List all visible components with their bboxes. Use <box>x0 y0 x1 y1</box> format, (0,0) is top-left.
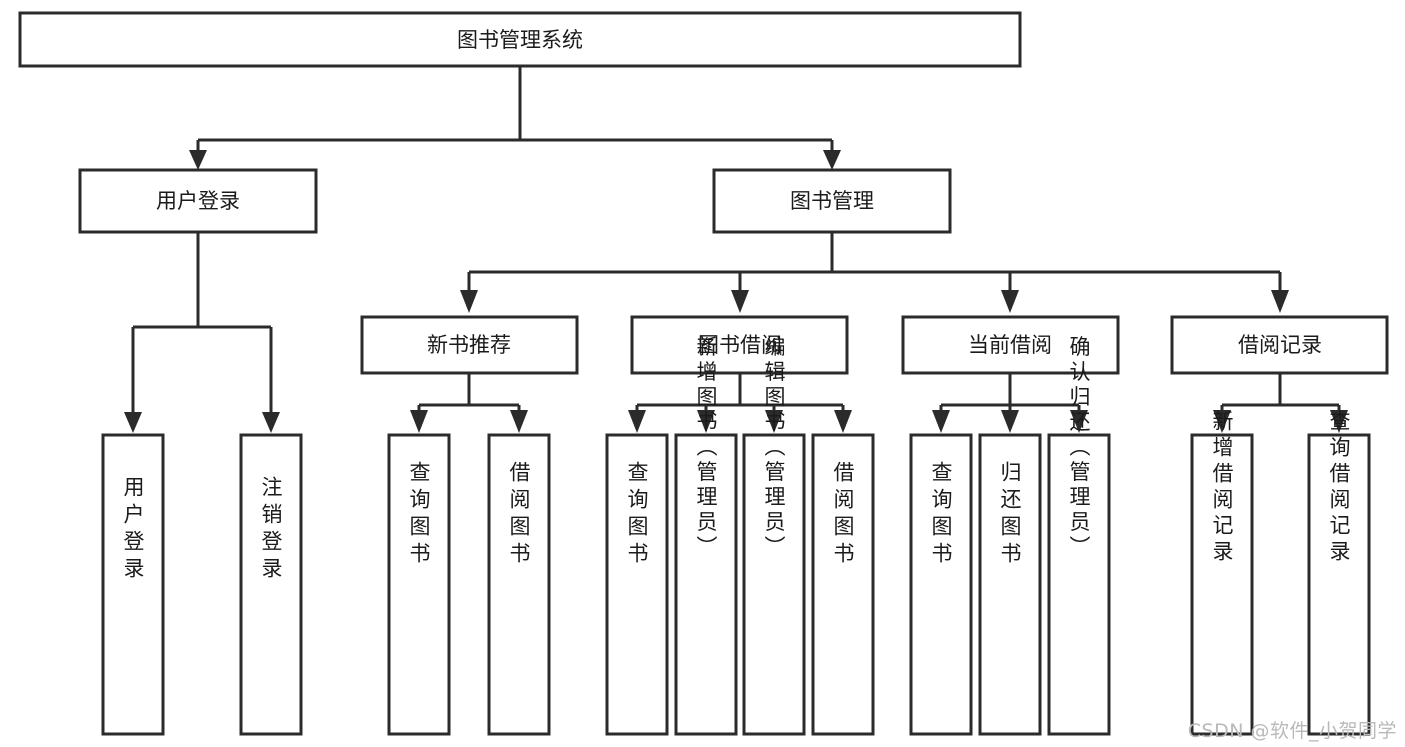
node-root-box[interactable] <box>18 11 1022 68</box>
leaf-new-book-borrow-box[interactable] <box>487 433 551 736</box>
leaf-borrow-borrow-book-box[interactable] <box>811 433 875 736</box>
leaf-borrow-borrow-book-label: 借阅图书 <box>831 461 855 569</box>
connectors-layer <box>124 66 1348 433</box>
leaf-new-book-query-box[interactable] <box>387 433 451 736</box>
leaf-records-query-record[interactable]: 查询借阅记录 <box>1307 410 1371 736</box>
arrow-head-book-borrow-leaf-2 <box>697 410 715 433</box>
leaf-current-confirm-return[interactable]: 确认归还（管理员） <box>1047 336 1111 736</box>
node-book-management-label: 图书管理 <box>790 189 874 213</box>
leaf-records-add-record-label: 新增借阅记录 <box>1210 410 1234 566</box>
leaf-borrow-add-book-box[interactable] <box>674 433 738 736</box>
arrow-head-book-borrow-leaf-4 <box>834 410 852 433</box>
leaf-borrow-add-book[interactable]: 新增图书（管理员） <box>674 336 738 736</box>
arrow-head-current-borrow-leaf-3 <box>1070 410 1088 433</box>
leaf-user-login-logout-box[interactable] <box>239 433 303 736</box>
arrow-head-book-borrow <box>731 290 749 313</box>
leaf-current-confirm-return-label: 确认归还（管理员） <box>1067 336 1091 561</box>
arrow-head-book-borrow-leaf-1 <box>628 410 646 433</box>
node-user-login-box[interactable] <box>78 168 318 234</box>
leaf-current-return-book-box[interactable] <box>978 433 1042 736</box>
node-user-login[interactable]: 用户登录 <box>78 168 318 234</box>
arrow-head-current-borrow <box>1001 290 1019 313</box>
node-user-login-label: 用户登录 <box>156 189 240 213</box>
leaf-user-login-login[interactable]: 用户登录 <box>101 433 165 736</box>
arrow-head-borrow-records <box>1271 290 1289 313</box>
leaf-borrow-add-book-label: 新增图书（管理员） <box>694 336 718 561</box>
arrow-head-leaf-user-login-2 <box>262 412 280 433</box>
leaf-user-login-logout-label: 注销登录 <box>259 476 283 584</box>
leaf-borrow-edit-book-label: 编辑图书（管理员） <box>762 336 786 561</box>
node-new-book-recommend[interactable]: 新书推荐 <box>360 315 579 375</box>
leaf-borrow-edit-book-box[interactable] <box>742 433 806 736</box>
leaf-records-add-record[interactable]: 新增借阅记录 <box>1190 410 1254 736</box>
leaf-new-book-query[interactable]: 查询图书 <box>387 433 451 736</box>
arrow-head-leaf-user-login-1 <box>124 412 142 433</box>
node-current-borrow-box[interactable] <box>901 315 1120 375</box>
arrow-head-new-book <box>460 290 478 313</box>
arrow-head-borrow-records-leaf-1 <box>1213 410 1231 433</box>
node-current-borrow-label: 当前借阅 <box>968 333 1052 357</box>
node-book-borrow[interactable]: 图书借阅 <box>630 315 849 375</box>
node-book-borrow-label: 图书借阅 <box>698 333 782 357</box>
node-root[interactable]: 图书管理系统 <box>18 11 1022 68</box>
leaf-records-query-record-box[interactable] <box>1307 433 1371 736</box>
leaf-current-confirm-return-box[interactable] <box>1047 433 1111 736</box>
node-book-borrow-box[interactable] <box>630 315 849 375</box>
node-borrow-records[interactable]: 借阅记录 <box>1170 315 1389 375</box>
leaf-new-book-borrow-label: 借阅图书 <box>507 461 531 569</box>
arrow-head-current-borrow-leaf-2 <box>1001 410 1019 433</box>
leaf-records-query-record-label: 查询借阅记录 <box>1327 410 1351 566</box>
leaf-current-query-book[interactable]: 查询图书 <box>909 433 973 736</box>
arrow-head-book-mgmt <box>823 150 841 170</box>
leaf-records-add-record-box[interactable] <box>1190 433 1254 736</box>
leaf-current-query-book-box[interactable] <box>909 433 973 736</box>
node-root-label: 图书管理系统 <box>457 28 583 52</box>
arrow-head-new-book-leaf-1 <box>410 410 428 433</box>
arrow-head-book-borrow-leaf-3 <box>765 410 783 433</box>
node-book-management[interactable]: 图书管理 <box>712 168 952 234</box>
leaf-user-login-login-box[interactable] <box>101 433 165 736</box>
leaf-user-login-login-label: 用户登录 <box>121 476 145 584</box>
leaf-borrow-borrow-book[interactable]: 借阅图书 <box>811 433 875 736</box>
leaf-current-return-book-label: 归还图书 <box>998 461 1022 569</box>
leaf-borrow-query-book-box[interactable] <box>605 433 669 736</box>
leaf-borrow-query-book[interactable]: 查询图书 <box>605 433 669 736</box>
leaf-current-return-book[interactable]: 归还图书 <box>978 433 1042 736</box>
arrow-head-current-borrow-leaf-1 <box>932 410 950 433</box>
leaf-borrow-edit-book[interactable]: 编辑图书（管理员） <box>742 336 806 736</box>
leaf-borrow-query-book-label: 查询图书 <box>625 461 649 569</box>
arrow-head-new-book-leaf-2 <box>510 410 528 433</box>
arrow-head-borrow-records-leaf-2 <box>1330 410 1348 433</box>
leaf-new-book-query-label: 查询图书 <box>407 461 431 569</box>
leaf-user-login-logout[interactable]: 注销登录 <box>239 433 303 736</box>
arrow-head-user-login <box>189 150 207 170</box>
node-borrow-records-box[interactable] <box>1170 315 1389 375</box>
node-book-management-box[interactable] <box>712 168 952 234</box>
leaf-current-query-book-label: 查询图书 <box>929 461 953 569</box>
leaf-new-book-borrow[interactable]: 借阅图书 <box>487 433 551 736</box>
node-current-borrow[interactable]: 当前借阅 <box>901 315 1120 375</box>
node-borrow-records-label: 借阅记录 <box>1238 333 1322 357</box>
node-new-book-recommend-label: 新书推荐 <box>427 333 511 357</box>
node-new-book-recommend-box[interactable] <box>360 315 579 375</box>
